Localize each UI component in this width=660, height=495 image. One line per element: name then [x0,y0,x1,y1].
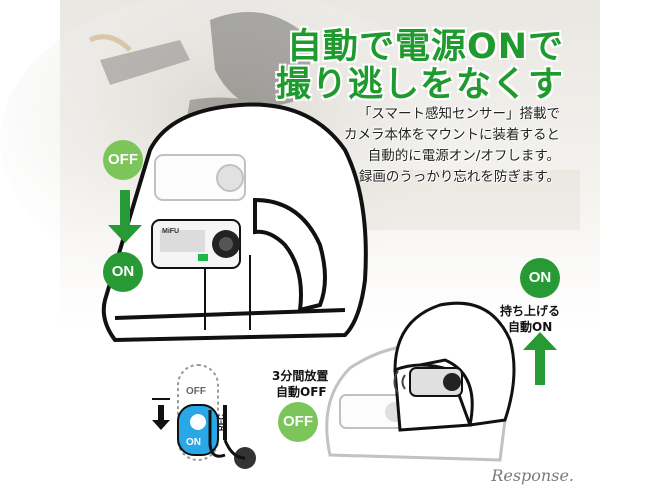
description-line-2: カメラ本体をマウントに装着すると [344,127,560,143]
small-helmet-illustration [325,301,516,462]
description-line-4: 録画のうっかり忘れを防ぎます。 [358,169,560,185]
off-badge-bottom: OFF [278,402,318,442]
up-arrow-icon [523,332,557,385]
headline-line-1: 自動で電源ONで [286,27,564,67]
idle-caption-1: 3分間放置 [272,369,329,383]
headline-line-2: 撮り逃しをなくす [275,65,564,105]
switch-on-label: ON [186,437,201,448]
lift-caption-1: 持ち上げる [500,304,561,318]
camera-ghost [154,154,246,201]
on-badge-right: ON [520,258,560,298]
watermark-logo: Response. [491,466,574,485]
switch-diagram [152,364,256,469]
off-badge-left: OFF [103,140,143,180]
down-arrow-icon [108,190,142,243]
description-line-1: 「スマート感知センサー」搭載で [357,106,560,122]
camera-brand-label: MiFU [162,228,180,235]
idle-caption-2: 自動OFF [276,385,327,399]
helmet-illustration [101,102,368,343]
on-badge-left: ON [103,252,143,292]
lift-caption-2: 自動ON [508,320,553,334]
switch-rec-label: REC [216,414,226,431]
camera-active [151,219,241,269]
switch-off-label: OFF [186,386,206,397]
description-line-3: 自動的に電源オン/オフします。 [367,148,560,164]
